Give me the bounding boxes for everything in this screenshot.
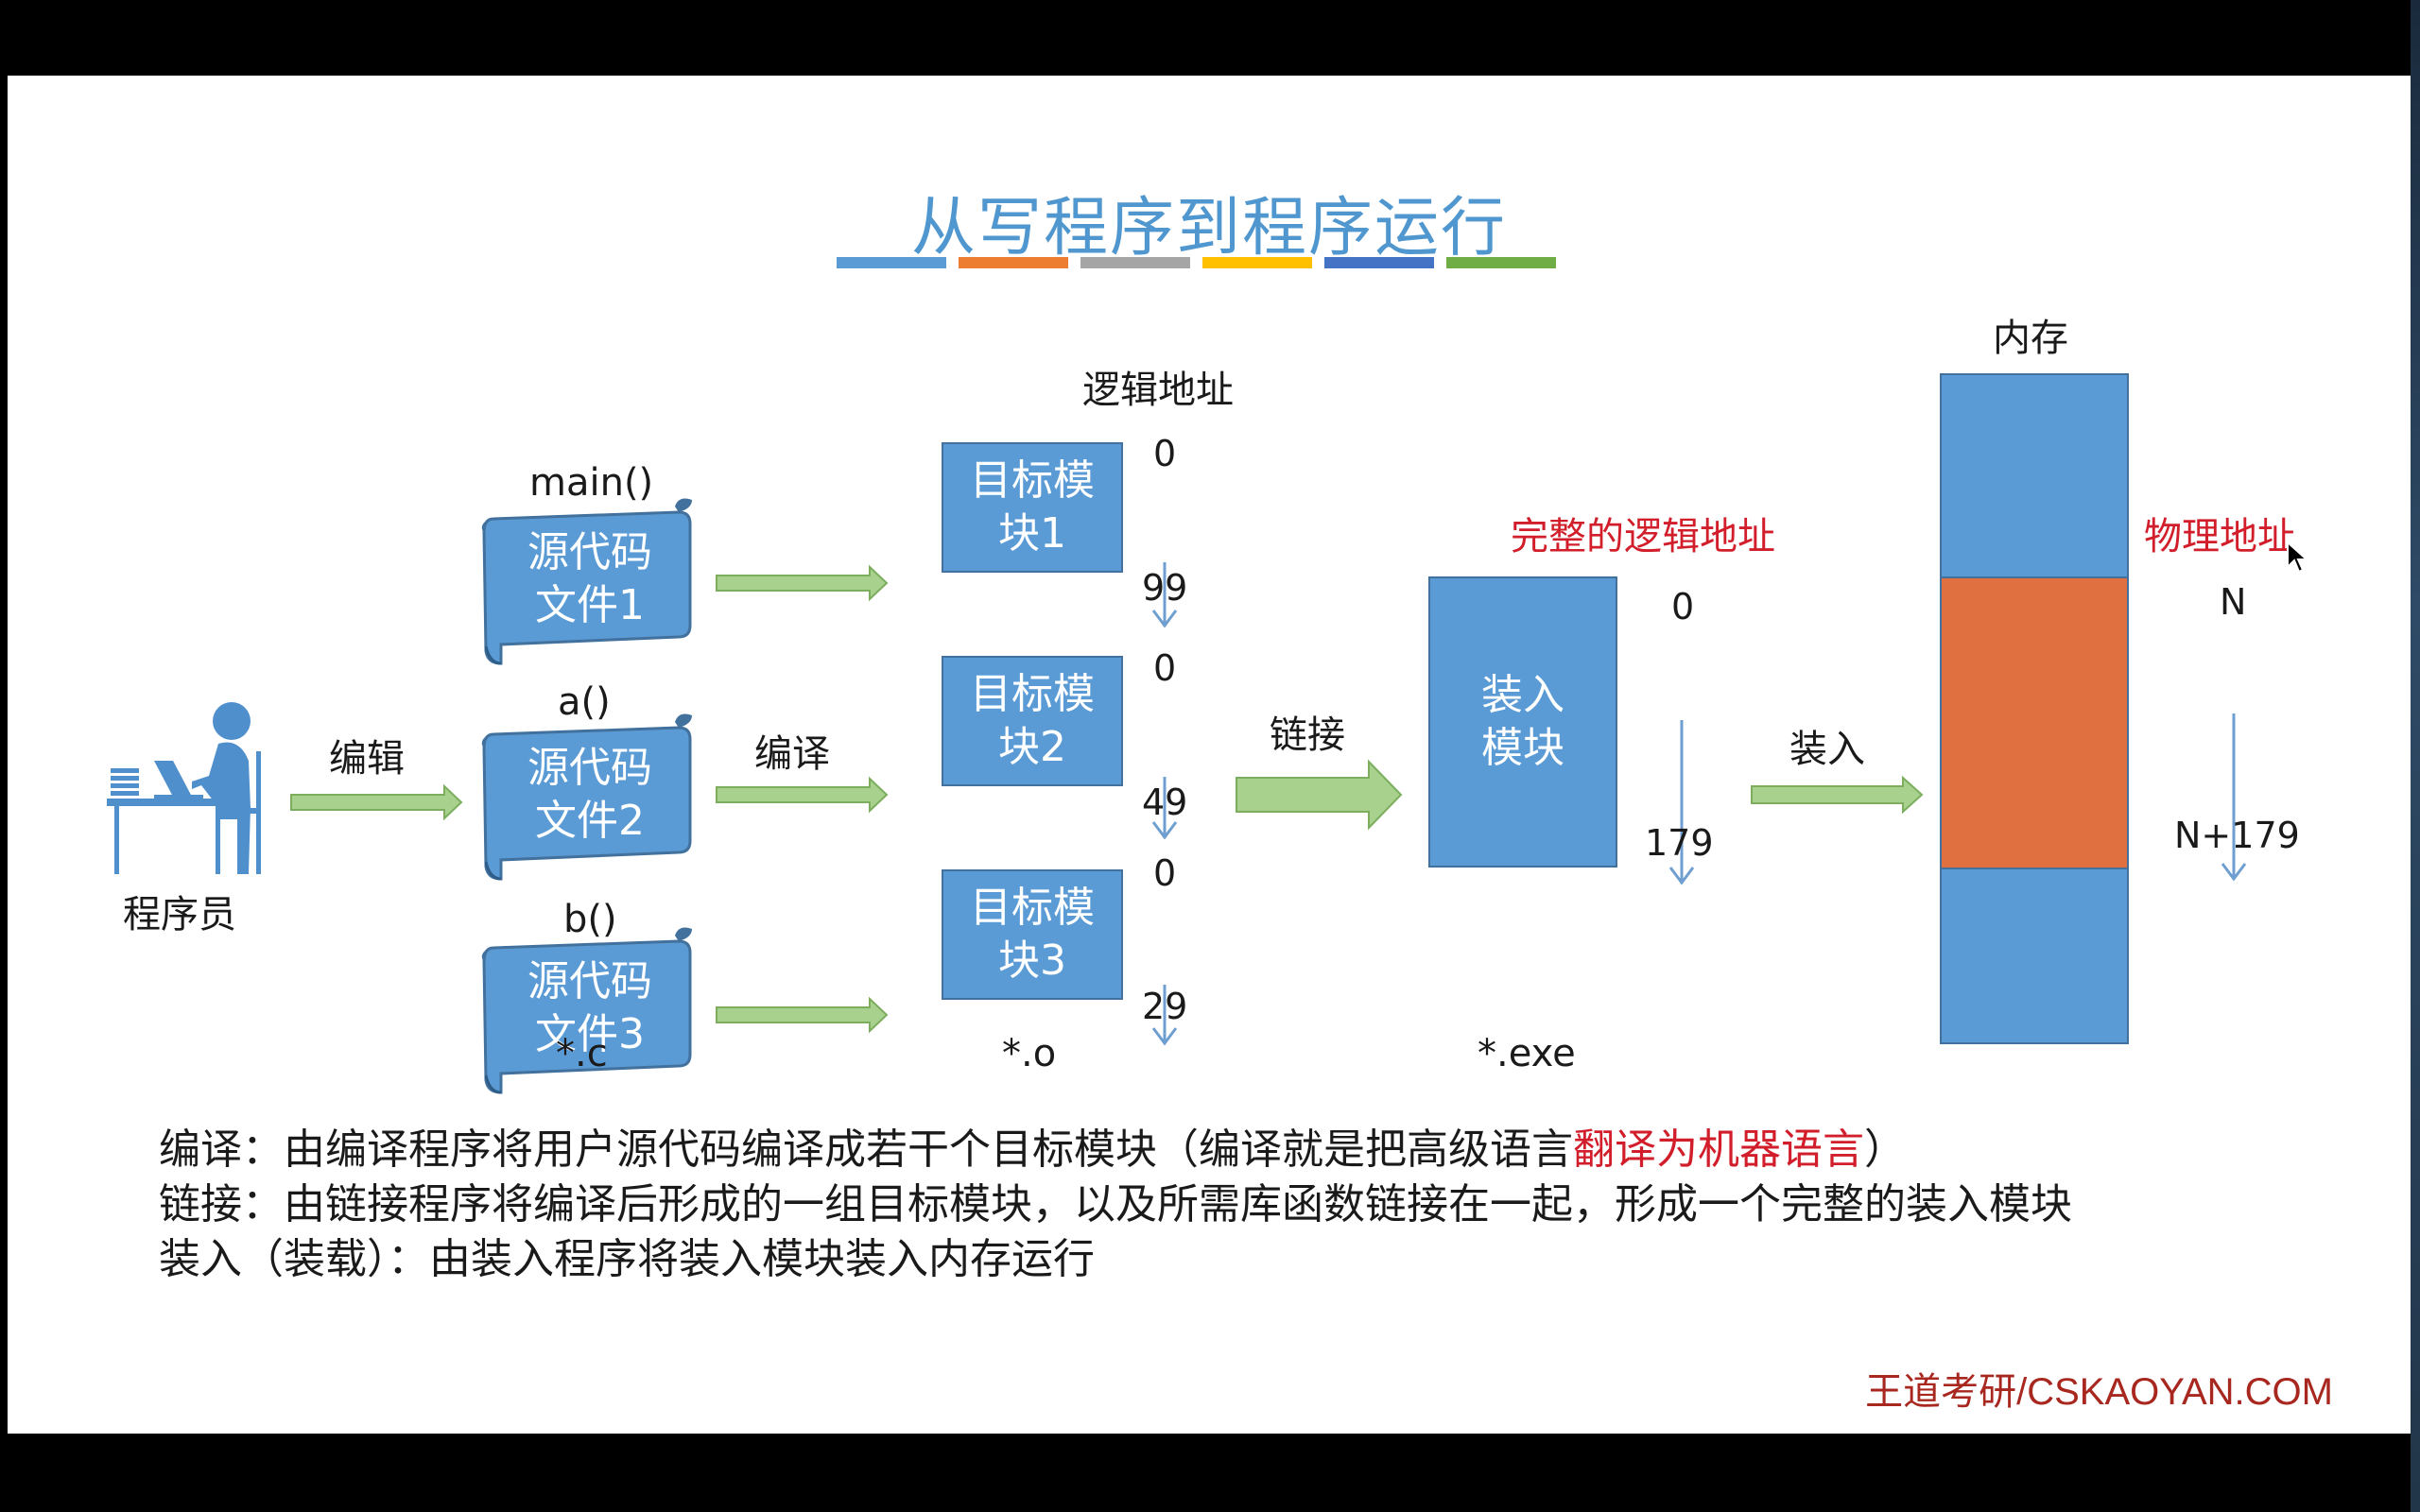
step-load-label: 装入 [1789, 728, 1865, 771]
exe-extension: *.exe [1478, 1032, 1576, 1075]
object-module-2: 目标模 块2 [942, 656, 1123, 786]
source-file-2: 源代码 文件2 [527, 744, 652, 845]
arrow-link [1236, 759, 1403, 831]
window-edge-strip [2411, 0, 2420, 1512]
module-2-start-address: 0 [1153, 647, 1177, 689]
arrows-and-scrolls-layer [290, 497, 2247, 1094]
module-1-end-address: 99 [1142, 567, 1188, 609]
memory-loaded-segment [1942, 576, 2127, 869]
source-file-3: 源代码 文件3 [527, 957, 652, 1058]
arrow-load [1751, 775, 1924, 815]
source-file-1: 源代码 文件1 [527, 528, 652, 629]
programmer-label: 程序员 [123, 893, 236, 936]
description-compile: 编译：由编译程序将用户源代码编译成若干个目标模块（编译就是把高级语言翻译为机器语… [159, 1115, 1906, 1176]
object-module-3-label: 目标模 块3 [970, 884, 1095, 985]
description-compile-highlight: 翻译为机器语言 [1573, 1125, 1864, 1174]
physical-end-address: N+179 [2174, 815, 2300, 856]
object-module-3: 目标模 块3 [942, 869, 1123, 1000]
module-1-start-address: 0 [1153, 433, 1177, 474]
object-module-2-label: 目标模 块2 [970, 670, 1095, 771]
module-2-end-address: 49 [1142, 782, 1188, 823]
function-main-label: main() [529, 461, 654, 505]
physical-start-address: N [2220, 581, 2247, 623]
physical-address-header: 物理地址 [2144, 515, 2295, 558]
step-compile-label: 编译 [754, 732, 830, 776]
source-extension: *.c [556, 1032, 608, 1075]
programmer-icon [107, 702, 261, 874]
module-3-end-address: 29 [1142, 986, 1188, 1027]
object-module-1: 目标模 块1 [942, 442, 1123, 573]
load-module-end-address: 179 [1645, 822, 1714, 864]
watermark: 王道考研/CSKAOYAN.COM [1865, 1371, 2333, 1413]
load-module: 装入 模块 [1428, 576, 1617, 868]
load-module-label: 装入 模块 [1481, 671, 1564, 772]
function-b-label: b() [563, 898, 617, 941]
mouse-pointer-icon [2287, 541, 2309, 574]
address-arrow-1 [1151, 562, 1178, 628]
title-color-bar [1202, 257, 1312, 268]
arrow-compile-3 [716, 996, 889, 1034]
description-compile-suffix: ） [1864, 1125, 1906, 1174]
logical-address-header: 逻辑地址 [1082, 369, 1234, 412]
load-module-start-address: 0 [1671, 586, 1695, 627]
memory-bar [1940, 373, 2129, 1044]
address-arrow-3 [1151, 985, 1178, 1046]
slide: 从写程序到程序运行 程序员 编辑 编译 链接 装入 main() a() b() [8, 76, 2411, 1434]
step-link-label: 链接 [1270, 713, 1345, 757]
slide-title: 从写程序到程序运行 [910, 191, 1507, 266]
title-color-bar [1324, 257, 1434, 268]
title-color-bar [959, 257, 1068, 268]
title-color-bar [1080, 257, 1190, 268]
title-color-bar [837, 257, 946, 268]
arrow-edit [290, 783, 463, 821]
module-3-start-address: 0 [1153, 852, 1177, 894]
description-link: 链接：由链接程序将编译后形成的一组目标模块，以及所需库函数链接在一起，形成一个完… [159, 1180, 2072, 1228]
step-edit-label: 编辑 [329, 737, 405, 781]
object-module-1-label: 目标模 块1 [970, 456, 1095, 558]
description-compile-prefix: 编译：由编译程序将用户源代码编译成若干个目标模块（编译就是把高级语言 [159, 1125, 1573, 1174]
arrow-compile-2 [716, 776, 889, 814]
address-arrow-load [1668, 720, 1695, 885]
title-color-bar [1446, 257, 1556, 268]
memory-header: 内存 [1993, 317, 2068, 360]
full-logical-address-header: 完整的逻辑地址 [1511, 515, 1775, 558]
address-arrow-physical [2221, 713, 2247, 882]
object-extension: *.o [1002, 1032, 1057, 1075]
function-a-label: a() [558, 680, 611, 724]
arrow-compile-1 [716, 564, 889, 602]
address-arrow-2 [1151, 777, 1178, 840]
description-load: 装入（装载）：由装入程序将装入模块装入内存运行 [159, 1235, 1095, 1283]
